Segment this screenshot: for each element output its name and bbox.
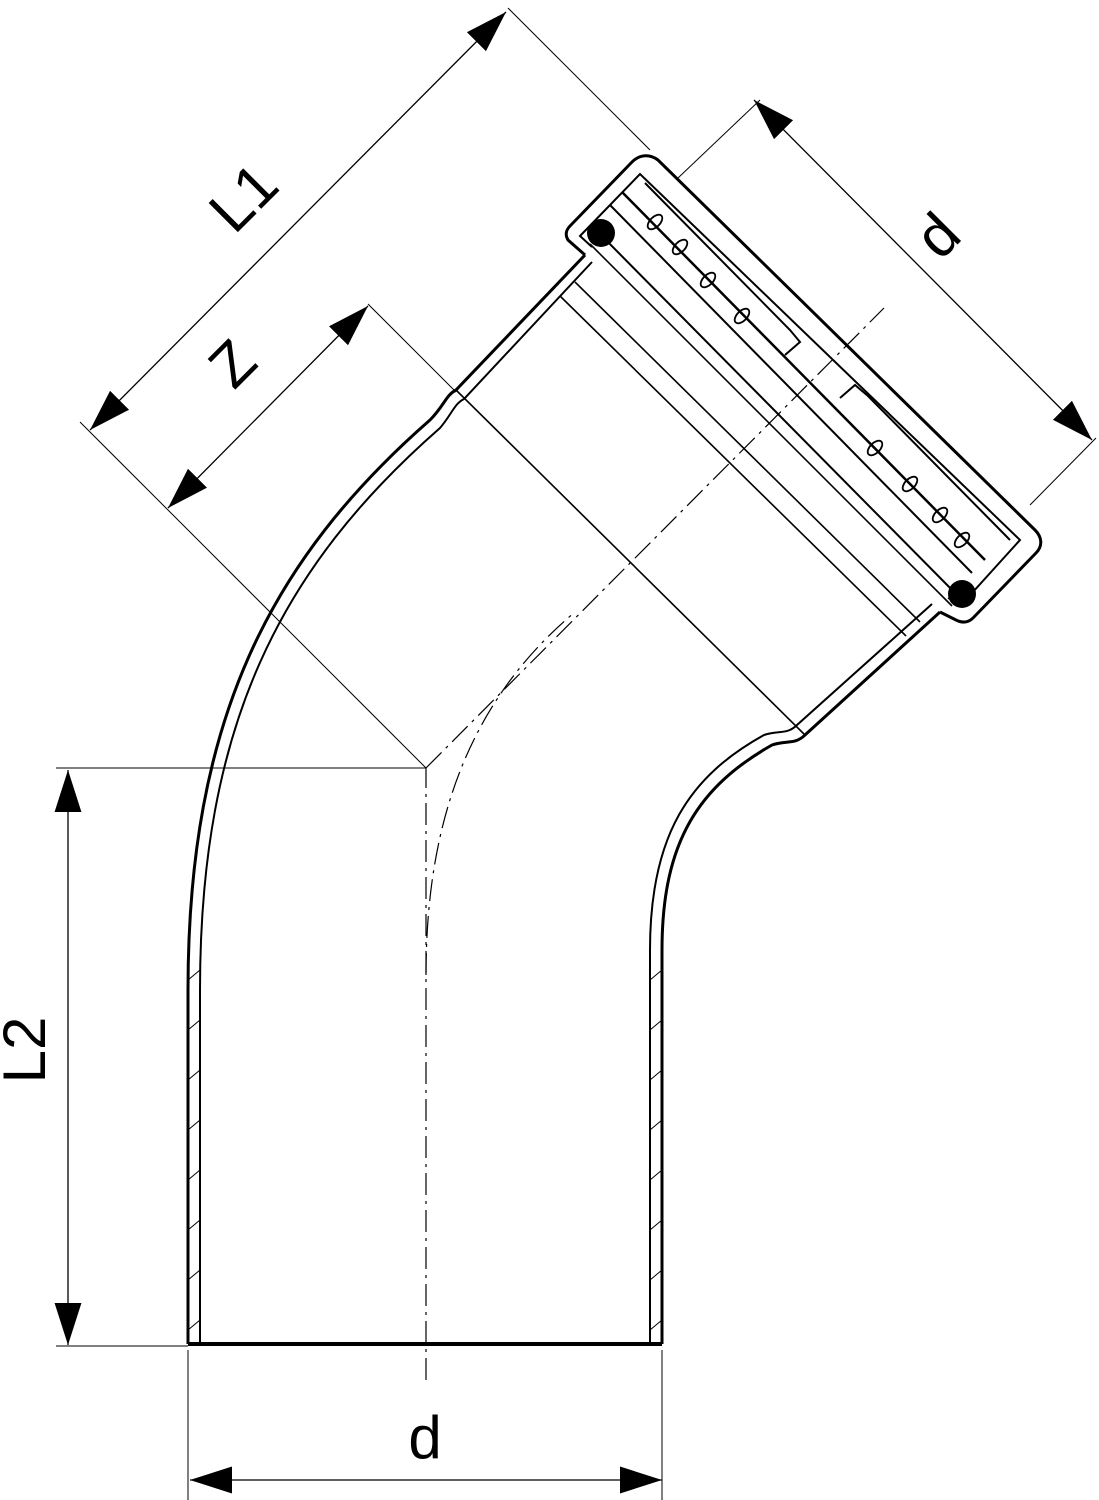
label-d-bottom: d <box>408 1404 441 1471</box>
label-l1: L1 <box>196 150 291 245</box>
socket-sleeve-inner <box>609 204 973 574</box>
dimension-lines <box>54 11 1093 1494</box>
socket-sleeve-line-3 <box>597 231 961 599</box>
centerline-arc <box>425 611 576 976</box>
seal-ring-bottom <box>948 580 976 608</box>
center-lines <box>425 307 885 1380</box>
inner-wall-right <box>649 603 933 1344</box>
outer-wall-right <box>660 610 942 1344</box>
label-l2: L2 <box>0 1017 58 1084</box>
centerline-diagonal <box>425 307 885 769</box>
dim-line-d-top <box>753 99 1093 441</box>
dim-line-l1 <box>89 11 507 431</box>
pipe-body <box>186 253 942 1346</box>
inner-wall-left <box>199 261 593 1344</box>
dim-line-z <box>167 305 369 509</box>
seal-ring-top <box>587 219 615 247</box>
label-z: Z <box>196 327 269 400</box>
socket-line-2 <box>559 295 907 637</box>
socket-line-3 <box>574 281 921 623</box>
grip-teeth <box>646 213 971 549</box>
wall-hatching <box>187 969 663 1331</box>
outer-wall-left <box>186 253 587 1344</box>
